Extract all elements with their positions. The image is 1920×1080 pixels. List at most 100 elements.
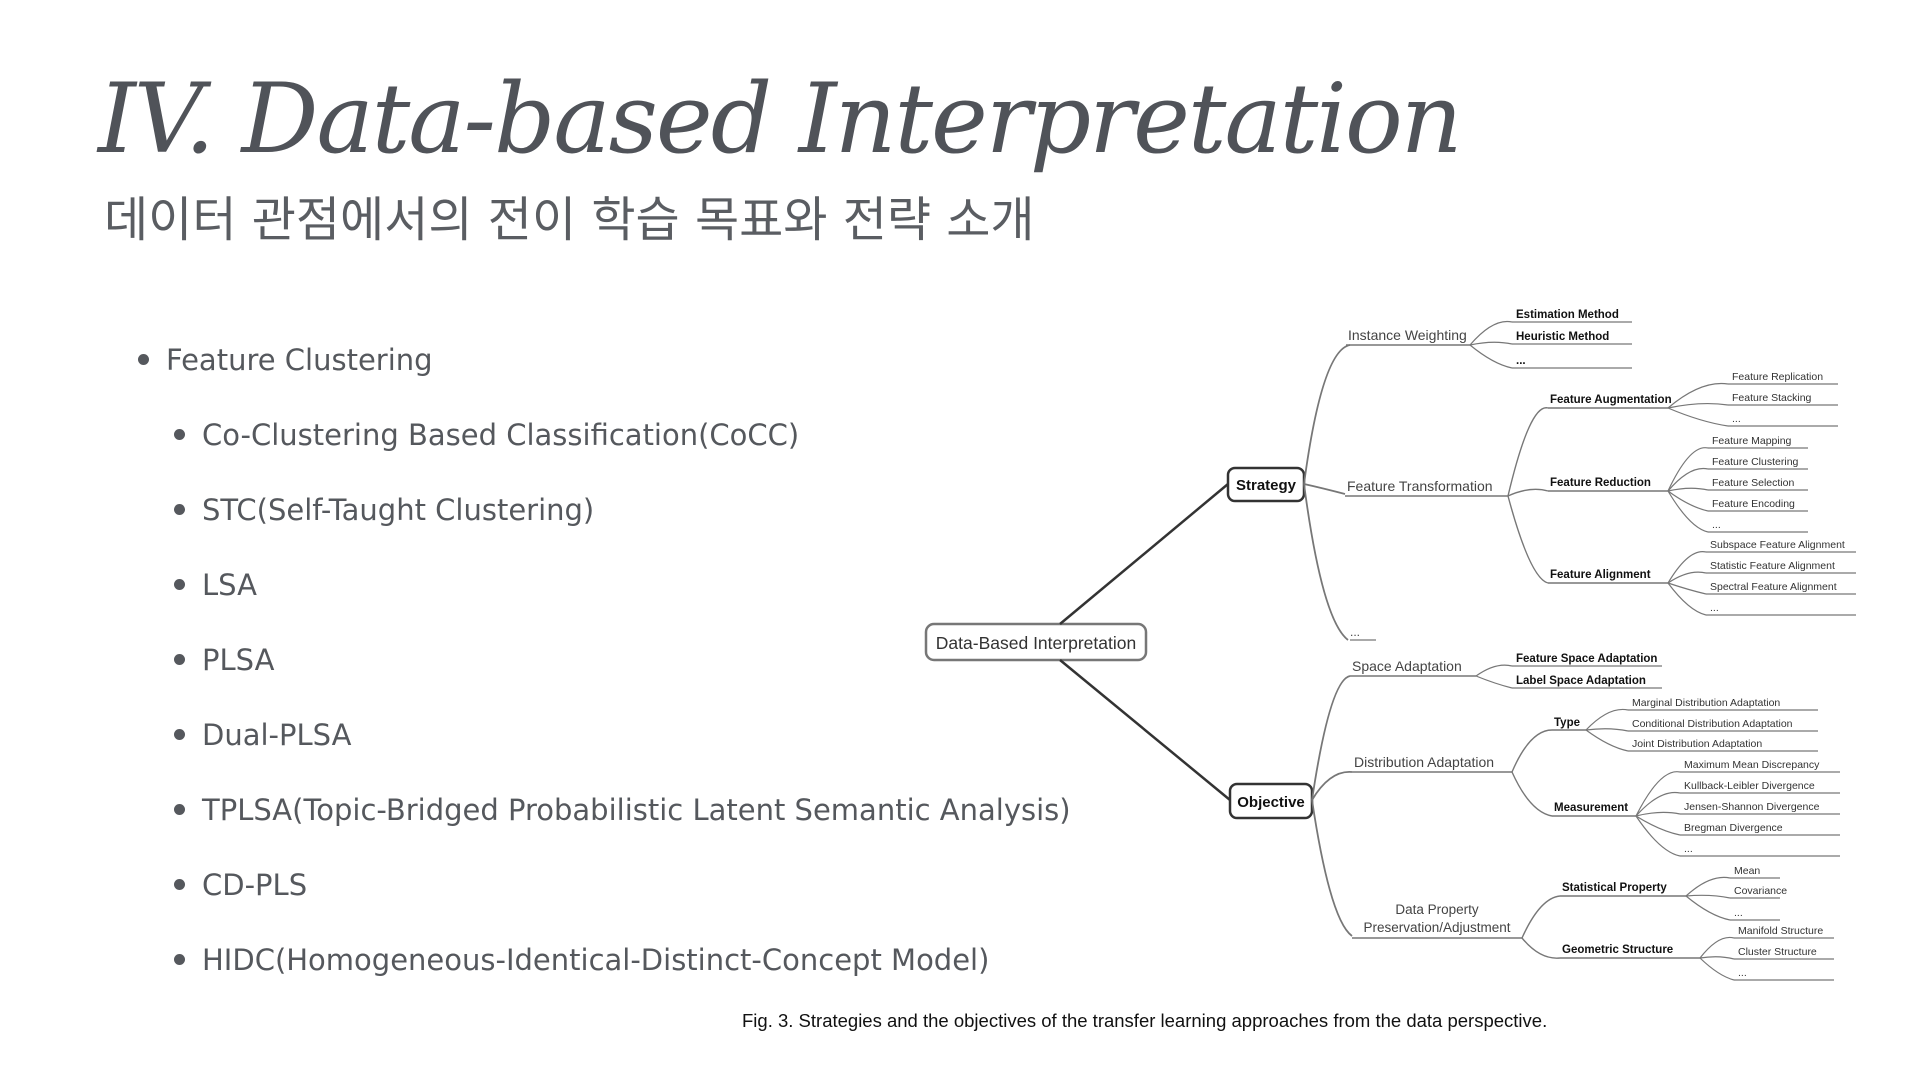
branch-edge xyxy=(1667,447,1709,492)
bullet-dot xyxy=(174,429,185,440)
branch-edge xyxy=(1667,467,1709,492)
geometric-structure-label: Geometric Structure xyxy=(1562,944,1673,956)
statistical-property-label: Statistical Property xyxy=(1562,882,1667,894)
branch-edge xyxy=(1475,664,1513,677)
feature-augmentation-item: Feature Stacking xyxy=(1732,392,1812,404)
branch-edge xyxy=(1469,320,1513,346)
instance-weighting-item: ... xyxy=(1516,355,1526,367)
statistical-property-item: Mean xyxy=(1734,865,1760,877)
geometric-structure-edge xyxy=(1521,937,1561,959)
sub-bullet-item: Dual-PLSA xyxy=(134,713,1071,788)
bullet-dot xyxy=(138,354,149,365)
type-label: Type xyxy=(1554,717,1580,729)
sub-bullet-item: STC(Self-Taught Clustering) xyxy=(134,488,1071,563)
feature-augmentation-label: Feature Augmentation xyxy=(1550,394,1672,406)
space-adaptation-item: Label Space Adaptation xyxy=(1516,675,1646,687)
sub-bullet-item: Co-Clustering Based Classification(CoCC) xyxy=(134,413,1071,488)
branch-edge xyxy=(1635,791,1681,817)
feature-reduction-item: Feature Selection xyxy=(1712,477,1794,489)
branch-edge xyxy=(1469,341,1513,346)
branch-edge xyxy=(1685,895,1731,921)
branch-edge xyxy=(1585,729,1629,752)
feature-reduction-item: Feature Mapping xyxy=(1712,435,1792,447)
geometric-structure-item: Manifold Structure xyxy=(1738,925,1823,937)
feature-alignment-edge xyxy=(1507,495,1549,584)
distribution-adaptation-label: Distribution Adaptation xyxy=(1354,754,1494,770)
type-item: Marginal Distribution Adaptation xyxy=(1632,697,1780,709)
feature-alignment-item: Spectral Feature Alignment xyxy=(1710,581,1837,593)
feature-reduction-label: Feature Reduction xyxy=(1550,477,1651,489)
strategy-node-label: Strategy xyxy=(1236,477,1297,494)
slide-title: IV. Data-based Interpretation xyxy=(98,63,1463,175)
instance-weighting-edge xyxy=(1303,344,1351,485)
bullet-dot xyxy=(174,729,185,740)
space-adaptation-item: Feature Space Adaptation xyxy=(1516,653,1657,665)
measurement-item: Jensen-Shannon Divergence xyxy=(1684,801,1820,813)
bullet-dot xyxy=(174,804,185,815)
measurement-label: Measurement xyxy=(1554,802,1628,814)
feature-alignment-item: ... xyxy=(1710,602,1719,614)
measurement-item: Bregman Divergence xyxy=(1684,822,1783,834)
strategy-more-edge xyxy=(1303,483,1349,641)
data-property-label-line2: Preservation/Adjustment xyxy=(1363,920,1510,935)
sub-bullet-item: LSA xyxy=(134,563,1071,638)
statistical-property-item: ... xyxy=(1734,907,1743,919)
branch-edge xyxy=(1667,490,1709,533)
branch-edge xyxy=(1699,936,1735,959)
branch-edge xyxy=(1635,771,1681,817)
measurement-item: ... xyxy=(1684,843,1693,855)
feature-transformation-label: Feature Transformation xyxy=(1347,478,1493,494)
statistical-property-item: Covariance xyxy=(1734,885,1787,897)
branch-edge xyxy=(1635,811,1681,817)
bullet-text: Dual-PLSA xyxy=(202,718,352,752)
bullet-dot xyxy=(174,504,185,515)
root-node-box xyxy=(924,622,1148,662)
branch-edge xyxy=(1585,728,1629,732)
feature-alignment-label: Feature Alignment xyxy=(1550,569,1651,581)
branch-edge xyxy=(1685,876,1731,897)
instance-weighting-label: Instance Weighting xyxy=(1348,327,1467,343)
sub-bullet-item: HIDC(Homogeneous-Identical-Distinct-Conc… xyxy=(134,938,1071,1013)
feature-transformation-edge xyxy=(1303,483,1346,495)
branch-edge xyxy=(1667,402,1729,409)
measurement-item: Kullback-Leibler Divergence xyxy=(1684,780,1815,792)
instance-weighting-item: Heuristic Method xyxy=(1516,331,1609,343)
branch-edge xyxy=(1667,382,1729,409)
bullet-text: HIDC(Homogeneous-Identical-Distinct-Conc… xyxy=(202,943,990,977)
branch-edge xyxy=(1699,956,1735,960)
type-item: Conditional Distribution Adaptation xyxy=(1632,718,1793,730)
strategy-edge xyxy=(1059,483,1229,625)
type-item: Joint Distribution Adaptation xyxy=(1632,738,1762,750)
bullet-text: STC(Self-Taught Clustering) xyxy=(202,493,595,527)
space-adaptation-edge xyxy=(1311,675,1351,801)
feature-augmentation-edge xyxy=(1507,407,1549,497)
statistical-property-edge xyxy=(1521,895,1561,939)
sub-bullet-item: CD-PLS xyxy=(134,863,1071,938)
transfer-learning-mind-map: Data-Based InterpretationStrategyObjecti… xyxy=(924,309,1856,981)
branch-edge xyxy=(1667,407,1729,427)
branch-edge xyxy=(1667,571,1707,584)
measurement-item: Maximum Mean Discrepancy xyxy=(1684,759,1820,771)
bullet-text: TPLSA(Topic-Bridged Probabilistic Latent… xyxy=(202,793,1071,827)
feature-reduction-edge xyxy=(1507,488,1549,497)
feature-augmentation-item: Feature Replication xyxy=(1732,371,1823,383)
bullet-text: Feature Clustering xyxy=(166,343,433,377)
feature-reduction-item: Feature Clustering xyxy=(1712,456,1799,468)
bullet-text: LSA xyxy=(202,568,257,602)
bullet-dot xyxy=(174,954,185,965)
feature-reduction-item: Feature Encoding xyxy=(1712,498,1795,510)
branch-edge xyxy=(1635,815,1681,857)
data-property-label-line1: Data Property xyxy=(1395,902,1479,917)
feature-alignment-item: Subspace Feature Alignment xyxy=(1710,539,1845,551)
geometric-structure-item: ... xyxy=(1738,967,1747,979)
type-edge xyxy=(1511,729,1553,773)
feature-alignment-item: Statistic Feature Alignment xyxy=(1710,560,1835,572)
bullet-text: Co-Clustering Based Classification(CoCC) xyxy=(202,418,800,452)
branch-edge xyxy=(1667,490,1709,512)
bullet-text: PLSA xyxy=(202,643,275,677)
instance-weighting-item: Estimation Method xyxy=(1516,309,1619,321)
objective-edge xyxy=(1059,659,1231,801)
branch-edge xyxy=(1685,894,1731,899)
branch-edge xyxy=(1469,344,1513,369)
